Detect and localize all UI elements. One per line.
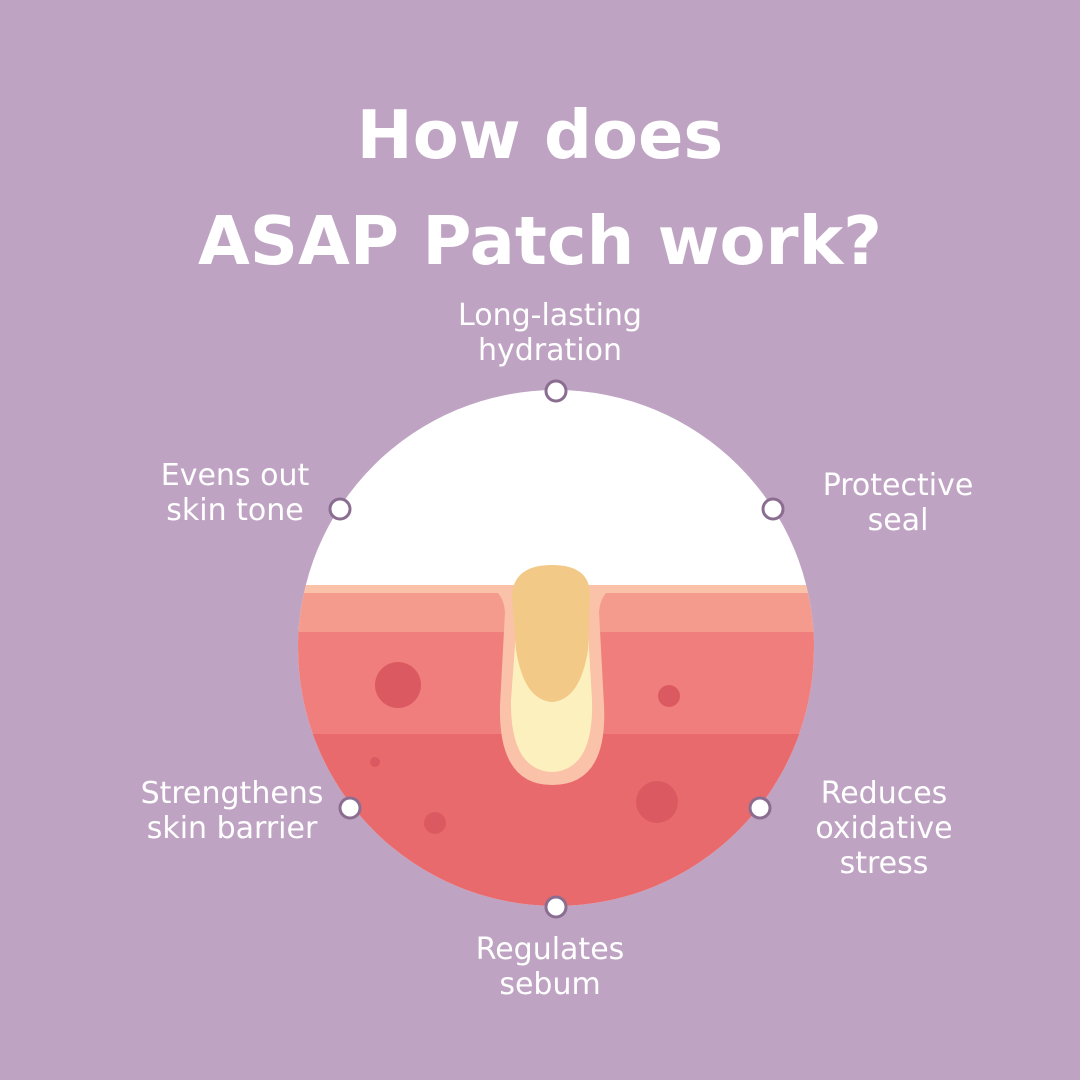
benefit-label-skin-barrier: Strengthens skin barrier [140, 776, 324, 846]
benefit-label-hydration: Long-lasting hydration [458, 298, 642, 368]
title-line-2: ASAP Patch work? [197, 202, 883, 280]
marker-right-bottom [748, 796, 772, 820]
marker-left-bottom [338, 796, 362, 820]
skin-spot [636, 781, 678, 823]
skin-spot [375, 662, 421, 708]
benefit-label-oxidative-stress: Reduces oxidative stress [815, 776, 953, 881]
skin-spot [370, 757, 380, 767]
skin-cross-section [298, 390, 814, 906]
title-line-1: How does [356, 96, 724, 174]
benefit-markers [328, 379, 785, 919]
benefit-label-skin-tone: Evens out skin tone [160, 458, 310, 528]
marker-top [544, 379, 568, 403]
marker-bottom [544, 895, 568, 919]
skin-spot [658, 685, 680, 707]
follicle-sebum [512, 565, 590, 702]
benefit-label-sebum: Regulates sebum [475, 932, 625, 1002]
page-title: How does ASAP Patch work? [0, 82, 1080, 294]
marker-right-top [761, 497, 785, 521]
marker-left-top [328, 497, 352, 521]
skin-spot [424, 812, 446, 834]
benefit-label-protective-seal: Protective seal [822, 468, 974, 538]
